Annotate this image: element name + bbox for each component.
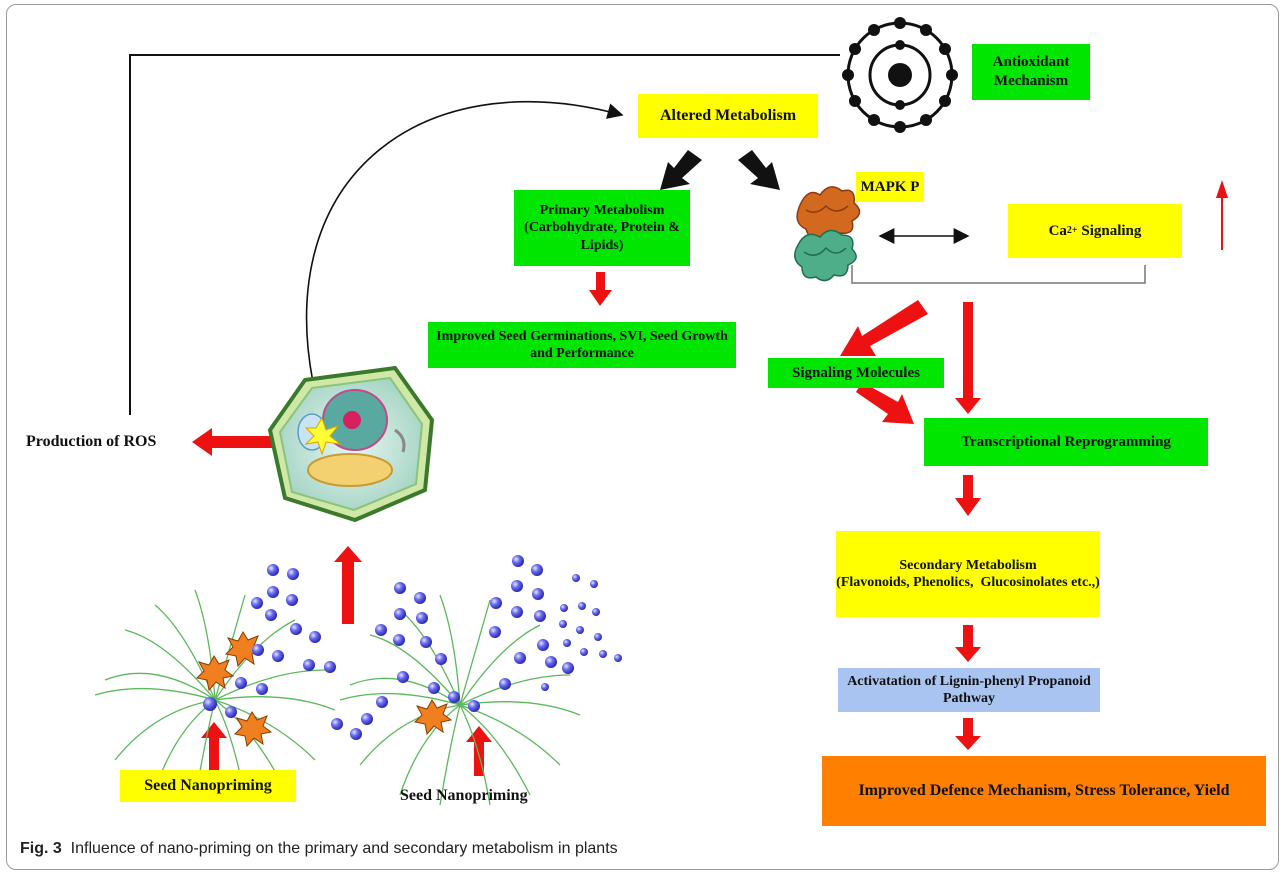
secondary-metabolism-box: Secondary Metabolism (Flavonoids, Phenol… [836,531,1100,617]
plant-cell-icon [267,365,435,523]
red-arrow-seed-right [466,726,492,776]
burst-star-icons [195,631,453,748]
production-of-ros-label: Production of ROS [26,433,157,450]
nanoparticle-icons [203,555,622,740]
primary-metabolism-box: Primary Metabolism (Carbohydrate, Protei… [514,190,690,266]
black-arrow-to-primary [660,150,702,190]
lignin-pathway-box: Activatation of Lignin-phenyl Propanoid … [838,668,1100,712]
red-arrow-signaling-to-transcription [856,382,914,424]
red-arrow-cell-to-ros [192,428,272,456]
seed-roots-right [339,594,581,806]
seed-nanopriming-label-right: Seed Nanopriming [400,787,528,804]
figure-caption-label: Fig. 3 [20,840,62,857]
black-arrow-to-mapk [738,150,780,190]
figure-caption-text: Influence of nano-priming on the primary… [70,840,618,857]
red-arrow-down-lignin [955,625,981,662]
red-arrow-down-secondary [955,475,981,516]
red-arrow-down-primary [589,272,612,306]
atom-icon [842,17,958,133]
mapk-label: MAPK P [856,172,924,202]
secondary-metabolism-subtitle: (Flavonoids, Phenolics, Glucosinolates e… [836,575,1100,590]
seed-nanopriming-label-left: Seed Nanopriming [120,770,296,802]
red-arrow-down-defence [955,718,981,750]
red-arrow-seed-to-cell [334,546,362,624]
improved-defence-box: Improved Defence Mechanism, Stress Toler… [822,756,1266,826]
increase-arrow-icon [1216,180,1228,250]
improved-seed-box: Improved Seed Germinations, SVI, Seed Gr… [428,322,736,368]
ca-signaling-prefix: Ca [1048,222,1067,239]
transcriptional-reprogramming-box: Transcriptional Reprogramming [924,418,1208,466]
ros-feedback-line [129,54,840,415]
ca-signaling-suffix: Signaling [1077,222,1142,239]
antioxidant-mechanism-box: Antioxidant Mechanism [972,44,1090,100]
altered-metabolism-box: Altered Metabolism [638,94,818,138]
figure-caption: Fig. 3 Influence of nano-priming on the … [20,840,618,858]
protein-structure-icon [794,186,861,282]
secondary-metabolism-title: Secondary Metabolism [899,557,1037,573]
bracket-line [851,265,1146,284]
ca-signaling-superscript: 2+ [1066,224,1078,236]
curved-arrow-cell-to-metabolism [305,100,624,406]
signaling-molecules-box: Signaling Molecules [768,358,944,388]
red-arrow-to-signaling [840,300,928,356]
figure-frame [6,4,1279,870]
red-arrow-down-transcription [955,302,981,414]
